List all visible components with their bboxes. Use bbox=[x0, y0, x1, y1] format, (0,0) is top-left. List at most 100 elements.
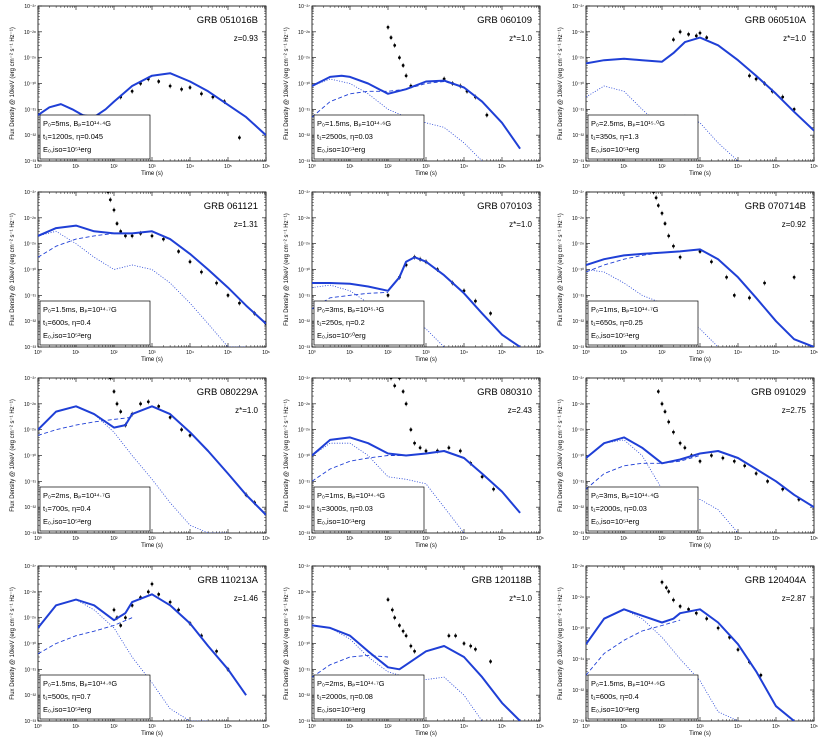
y-tick-label: 10⁻³¹ bbox=[24, 293, 36, 299]
x-tick-label: 10⁴ bbox=[186, 350, 194, 356]
parameter-line: E₀,iso=10⁵¹erg bbox=[591, 331, 639, 340]
data-point bbox=[667, 420, 671, 424]
x-tick-label: 10³ bbox=[696, 536, 704, 542]
model-component-dotted bbox=[312, 442, 465, 533]
data-point bbox=[732, 459, 736, 463]
model-component-dotted bbox=[586, 608, 739, 721]
data-point bbox=[687, 607, 690, 611]
model-component-dotted bbox=[38, 405, 228, 533]
data-point bbox=[754, 77, 758, 81]
x-tick-label: 10⁴ bbox=[460, 536, 468, 542]
y-tick-label: 10⁻²⁹ bbox=[298, 242, 310, 248]
y-tick-label: 10⁻³² bbox=[24, 693, 36, 699]
data-point bbox=[180, 428, 183, 432]
x-tick-label: 10⁴ bbox=[460, 350, 468, 356]
x-tick-label: 10⁵ bbox=[498, 724, 506, 730]
parameter-line: t₁=2000s, η=0.03 bbox=[591, 504, 647, 513]
x-tick-label: 10² bbox=[658, 536, 666, 542]
parameter-line: t₁=700s, η=0.4 bbox=[43, 504, 91, 513]
redshift-label: z=2.43 bbox=[508, 406, 533, 415]
y-tick-label: 10⁻²⁹ bbox=[298, 56, 310, 62]
x-tick-label: 10¹ bbox=[620, 350, 628, 356]
y-tick-label: 10⁻²⁷ bbox=[24, 190, 36, 196]
panel-title: GRB 110213A bbox=[197, 575, 258, 586]
x-axis-label: Time (s) bbox=[689, 357, 711, 363]
parameter-line: E₀,iso=10⁵¹erg bbox=[591, 517, 639, 526]
x-tick-label: 10⁰ bbox=[308, 350, 316, 356]
parameter-box bbox=[39, 300, 151, 346]
x-tick-label: 10² bbox=[384, 724, 392, 730]
data-point bbox=[168, 84, 172, 88]
y-tick-label: 10⁻³⁰ bbox=[298, 82, 310, 88]
data-point bbox=[398, 378, 401, 380]
data-point bbox=[168, 600, 172, 604]
plot-area bbox=[38, 581, 247, 721]
y-tick-label: 10⁻³² bbox=[572, 319, 584, 325]
x-tick-label: 10¹ bbox=[72, 536, 80, 542]
x-tick-label: 10² bbox=[658, 724, 666, 730]
y-tick-label: 10⁻³⁰ bbox=[24, 82, 36, 88]
parameter-line: P₀=1.5ms, Bₚ=10¹⁴·⁶G bbox=[591, 679, 665, 688]
data-point bbox=[663, 222, 667, 225]
x-tick-label: 10³ bbox=[422, 164, 430, 170]
x-tick-label: 10² bbox=[384, 350, 392, 356]
model-component-dashed bbox=[586, 619, 681, 676]
plot-area bbox=[312, 597, 521, 721]
data-point bbox=[398, 56, 401, 60]
parameter-line: P₀=1ms, Bₚ=10¹⁴·⁷G bbox=[591, 305, 659, 314]
x-tick-label: 10² bbox=[110, 164, 118, 170]
plot-area bbox=[586, 29, 814, 161]
data-point bbox=[188, 260, 192, 264]
parameter-line: t₁=250s, η=0.2 bbox=[317, 318, 365, 327]
parameter-box bbox=[587, 300, 699, 346]
y-tick-label: 10⁻²⁹ bbox=[298, 428, 310, 434]
y-tick-label: 10⁻³¹ bbox=[572, 293, 584, 299]
data-point bbox=[754, 472, 758, 475]
x-tick-label: 10⁴ bbox=[734, 536, 742, 542]
x-tick-label: 10⁰ bbox=[34, 164, 42, 170]
y-tick-label: 10⁻³⁰ bbox=[572, 626, 584, 632]
model-component-dashed bbox=[312, 654, 389, 678]
x-axis-label: Time (s) bbox=[689, 731, 711, 737]
panel-title: GRB 070103 bbox=[477, 201, 532, 212]
x-tick-label: 10³ bbox=[148, 724, 156, 730]
y-tick-label: 10⁻³³ bbox=[24, 159, 36, 165]
data-point bbox=[389, 378, 393, 380]
data-point bbox=[180, 87, 183, 91]
plot-area bbox=[586, 389, 814, 533]
data-point bbox=[168, 415, 172, 419]
data-point bbox=[124, 616, 127, 620]
data-point bbox=[389, 36, 393, 39]
x-tick-label: 10⁵ bbox=[224, 164, 232, 170]
plot-area bbox=[586, 579, 795, 721]
x-axis-label: Time (s) bbox=[689, 171, 711, 177]
data-point bbox=[667, 234, 671, 238]
data-point bbox=[656, 390, 660, 393]
y-tick-label: 10⁻²⁷ bbox=[24, 564, 36, 570]
model-component-dotted bbox=[586, 85, 739, 161]
x-tick-label: 10⁰ bbox=[308, 536, 316, 542]
data-point bbox=[130, 234, 134, 238]
parameter-line: E₀,iso=10⁵²erg bbox=[43, 517, 91, 526]
x-tick-label: 10⁶ bbox=[810, 164, 818, 170]
data-point bbox=[763, 281, 766, 285]
x-tick-label: 10³ bbox=[148, 536, 156, 542]
parameter-line: P₀=1ms, Bₚ=10¹⁴·⁴G bbox=[317, 491, 385, 500]
y-axis-label: Flux Density @ 10keV (erg cm⁻² s⁻¹ Hz⁻¹) bbox=[558, 27, 564, 140]
redshift-label: z*=1.0 bbox=[783, 34, 806, 43]
x-tick-label: 10⁵ bbox=[772, 164, 780, 170]
y-tick-label: 10⁻²⁸ bbox=[24, 216, 36, 222]
model-component-dotted bbox=[586, 269, 719, 347]
x-tick-label: 10⁶ bbox=[536, 164, 544, 170]
y-tick-label: 10⁻²⁸ bbox=[24, 590, 36, 596]
x-tick-label: 10⁶ bbox=[536, 724, 544, 730]
data-point bbox=[667, 590, 671, 593]
data-point bbox=[480, 475, 484, 479]
data-point bbox=[654, 196, 658, 200]
plot-area bbox=[312, 378, 521, 533]
data-point bbox=[157, 80, 161, 83]
data-point bbox=[238, 301, 241, 305]
data-point bbox=[698, 459, 702, 463]
data-point bbox=[108, 378, 112, 380]
